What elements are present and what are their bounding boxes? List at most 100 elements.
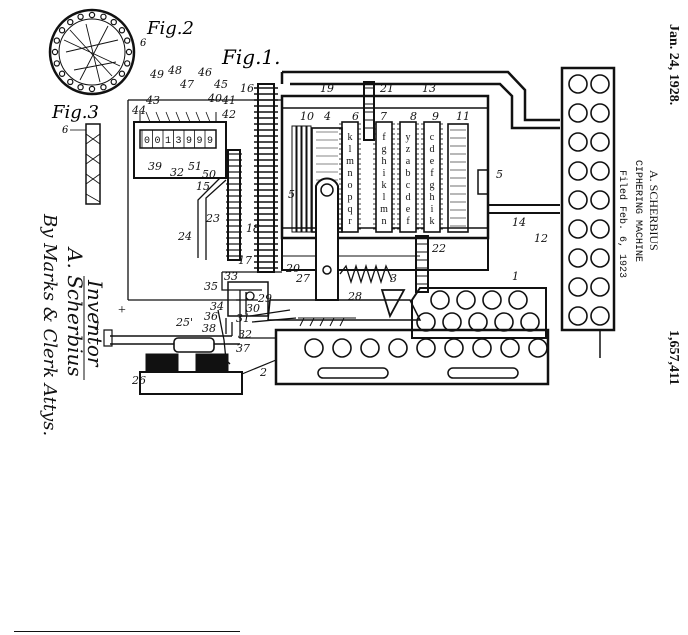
fig2-contact-dot bbox=[110, 78, 117, 86]
rotor-body-10 bbox=[291, 125, 312, 233]
rotor-letter: f bbox=[430, 168, 434, 179]
rotor-letter: l bbox=[383, 192, 386, 203]
lamp-circle bbox=[590, 248, 610, 268]
counter-digit: 3 bbox=[175, 136, 181, 147]
rotor-letter: e bbox=[430, 156, 435, 167]
patent-header: Jan. 24, 1928. A. SCHERBIUS CIPHERING MA… bbox=[616, 24, 681, 385]
svg-text:17: 17 bbox=[238, 254, 252, 267]
counter-arm bbox=[145, 111, 151, 123]
rotor-letter: m bbox=[380, 204, 388, 215]
svg-text:22: 22 bbox=[431, 242, 446, 255]
svg-text:3: 3 bbox=[390, 272, 397, 285]
patent-date: Jan. 24, 1928. bbox=[666, 24, 681, 105]
svg-text:16: 16 bbox=[240, 82, 254, 95]
key-circle bbox=[332, 338, 352, 358]
fig2-label: Fig.2 bbox=[146, 18, 194, 39]
fig1-label: Fig.1. bbox=[221, 45, 281, 69]
svg-text:31: 31 bbox=[236, 312, 250, 325]
rotor-letter: b bbox=[406, 168, 411, 179]
rotor-letter: g bbox=[382, 144, 387, 155]
gear-21 bbox=[363, 81, 375, 141]
gear-23 bbox=[226, 149, 242, 261]
rotor-letter: z bbox=[406, 144, 411, 155]
key-circle bbox=[444, 338, 464, 358]
svg-text:46: 46 bbox=[197, 66, 212, 79]
svg-text:15: 15 bbox=[196, 180, 210, 193]
svg-text:37: 37 bbox=[236, 342, 250, 355]
rotor-letter: m bbox=[346, 156, 354, 167]
svg-text:41: 41 bbox=[221, 94, 236, 107]
svg-text:26: 26 bbox=[131, 374, 146, 387]
svg-text:25': 25' bbox=[175, 316, 193, 329]
fig2-contact-dot bbox=[67, 18, 74, 26]
fig2-contact-disc bbox=[48, 8, 136, 96]
lamp-circle bbox=[568, 306, 588, 326]
svg-text:6: 6 bbox=[352, 110, 359, 123]
fig2-contact-dot bbox=[118, 27, 126, 34]
rotor-letter: k bbox=[348, 132, 353, 143]
svg-text:35: 35 bbox=[204, 280, 218, 293]
fig2-contact-dot bbox=[53, 37, 61, 44]
svg-text:34: 34 bbox=[210, 300, 224, 313]
svg-text:4: 4 bbox=[323, 110, 331, 123]
fig3-strip bbox=[70, 123, 101, 205]
rotor-letter: c bbox=[430, 132, 435, 143]
key-circle bbox=[430, 290, 450, 310]
svg-text:12: 12 bbox=[534, 232, 548, 245]
svg-text:40: 40 bbox=[207, 92, 222, 105]
rotor-letter: n bbox=[382, 216, 387, 227]
counter-arm bbox=[175, 111, 181, 123]
rotor-letter: k bbox=[430, 216, 435, 227]
key-circle bbox=[416, 312, 436, 332]
rotor-letter: g bbox=[430, 180, 435, 191]
rotor-letter: k bbox=[382, 180, 387, 191]
rotor-letter: o bbox=[348, 180, 353, 191]
rotor-letter: f bbox=[382, 132, 386, 143]
wiring-contacts bbox=[103, 99, 297, 365]
key-circle bbox=[456, 290, 476, 310]
lever-27 bbox=[298, 177, 356, 327]
rotor-letter: h bbox=[430, 192, 435, 203]
key-circle bbox=[468, 312, 488, 332]
rotor-letter: h bbox=[382, 156, 387, 167]
lamp-circle bbox=[590, 306, 610, 326]
fig2-contact-dot bbox=[77, 83, 84, 91]
svg-text:30: 30 bbox=[246, 302, 260, 315]
key-circle bbox=[388, 338, 408, 358]
svg-text:11: 11 bbox=[456, 110, 470, 123]
svg-text:48: 48 bbox=[167, 64, 182, 77]
svg-text:19: 19 bbox=[320, 82, 334, 95]
ref-6-fig2: 6 bbox=[140, 38, 147, 49]
svg-text:38: 38 bbox=[202, 322, 216, 335]
counter-digit: 9 bbox=[186, 136, 192, 147]
latch-3 bbox=[380, 289, 406, 319]
lamp-circle bbox=[568, 161, 588, 181]
counter-arm bbox=[185, 111, 191, 123]
svg-text:20: 20 bbox=[285, 262, 300, 275]
svg-text:49: 49 bbox=[149, 68, 164, 81]
svg-text:51: 51 bbox=[188, 160, 202, 173]
lamp-circle bbox=[568, 219, 588, 239]
patent-filed: Filed Feb. 6, 1923 bbox=[616, 170, 628, 278]
rotor-letter: f bbox=[406, 216, 410, 227]
counter-arm bbox=[165, 111, 171, 123]
key-circle bbox=[482, 290, 502, 310]
lamp-circle bbox=[590, 277, 610, 297]
lamp-circle bbox=[568, 132, 588, 152]
svg-text:33: 33 bbox=[224, 270, 238, 283]
lamp-circle bbox=[590, 190, 610, 210]
lamp-circle bbox=[590, 74, 610, 94]
svg-text:1: 1 bbox=[94, 320, 101, 333]
key-circle bbox=[494, 312, 514, 332]
svg-text:50: 50 bbox=[202, 168, 216, 181]
svg-text:29: 29 bbox=[257, 292, 272, 305]
svg-text:1: 1 bbox=[512, 270, 519, 283]
svg-text:23: 23 bbox=[205, 212, 220, 225]
svg-text:6: 6 bbox=[62, 125, 69, 136]
svg-text:43: 43 bbox=[145, 94, 160, 107]
svg-text:7: 7 bbox=[380, 110, 387, 123]
key-circle bbox=[472, 338, 492, 358]
lamp-circle bbox=[590, 219, 610, 239]
